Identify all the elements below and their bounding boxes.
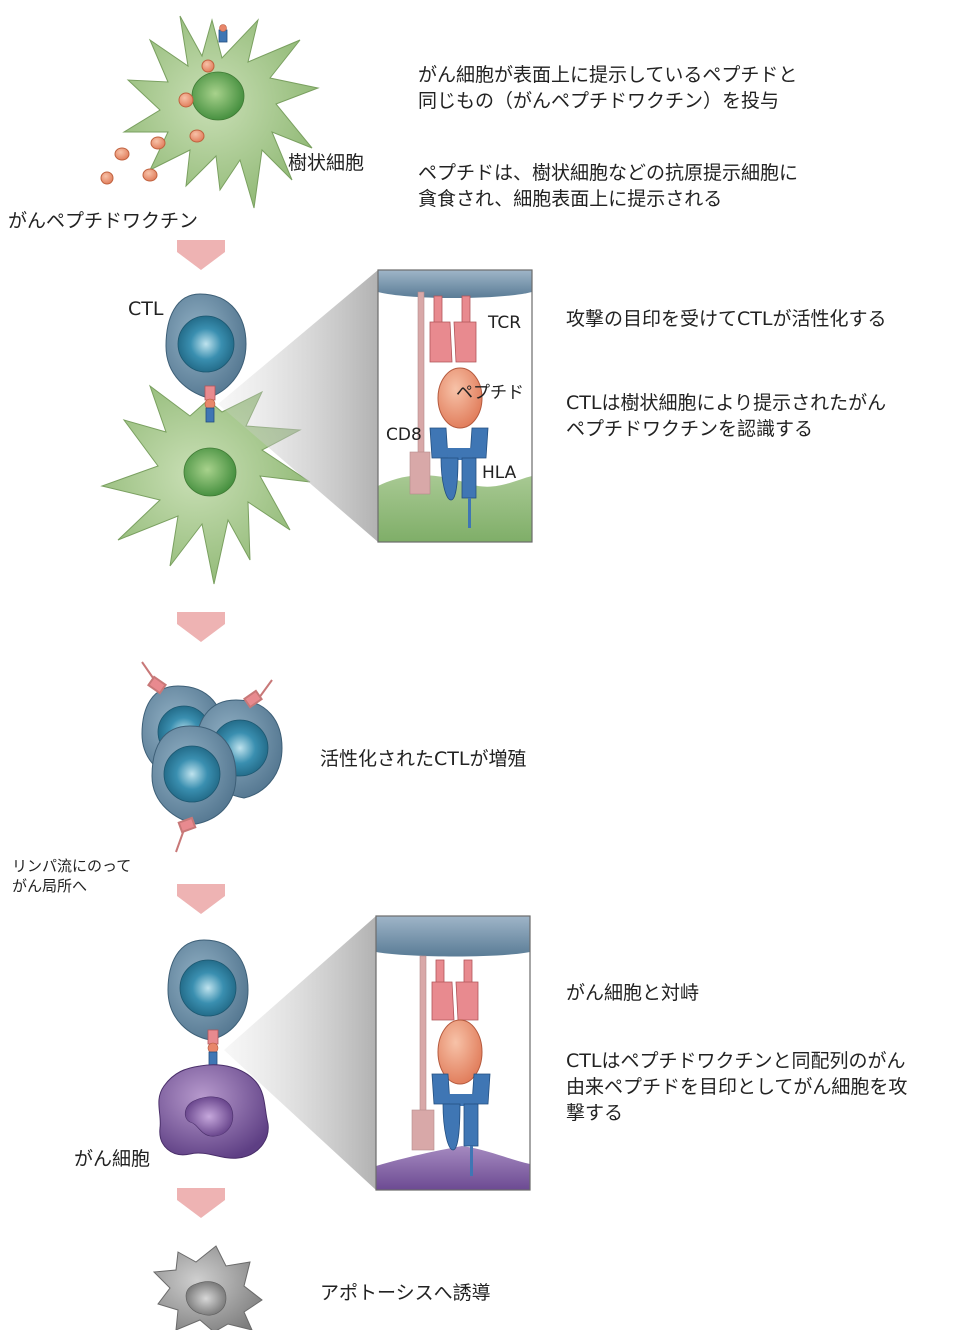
proliferating-ctls [141, 685, 283, 825]
cancer-cell [158, 1064, 269, 1159]
zoom-beam-2 [224, 916, 376, 1190]
step1-description: がん細胞が表面上に提示しているペプチドと 同じもの（がんペプチドワクチン）を投与 [418, 62, 797, 114]
step4-desc-line1: がん細胞と対峙 [566, 982, 700, 1004]
flow-arrow-2 [177, 612, 225, 642]
zoom-beam-1 [218, 270, 378, 542]
step1-desc-line1: がん細胞が表面上に提示しているペプチドと [418, 64, 798, 86]
step4-desc2-line2: 由来ペプチドを目印としてがん細胞を攻 [566, 1076, 908, 1098]
flow-arrow-1 [177, 240, 225, 270]
step2-desc2-line2: ペプチドワクチンを認識する [566, 418, 814, 440]
inset-2 [375, 915, 531, 1191]
vaccine-peptides [100, 59, 215, 185]
inset-1 [377, 269, 533, 543]
apoptotic-cell [152, 1245, 263, 1330]
ctl-label: CTL [128, 298, 164, 320]
inset-hla-label: HLA [482, 463, 517, 483]
dendritic-cell-1 [122, 15, 320, 209]
step1-desc2-line2: 貪食され、細胞表面上に提示される [418, 188, 723, 210]
step2-description: 攻撃の目印を受けてCTLが活性化する [566, 306, 886, 332]
inset-cd8-label: CD8 [386, 425, 422, 445]
inset-tcr-label: TCR [488, 313, 522, 333]
step5-description: アポトーシスへ誘導 [320, 1282, 491, 1304]
step1-desc-line2: 同じもの（がんペプチドワクチン）を投与 [418, 90, 780, 112]
step3-description: 活性化されたCTLが増殖 [320, 748, 527, 770]
flow-arrow-3 [177, 884, 225, 914]
step1-description-2: ペプチドは、樹状細胞などの抗原提示細胞に 貪食され、細胞表面上に提示される [418, 160, 798, 212]
ctl-receptors-3 [141, 661, 273, 853]
dendritic-cell-label: 樹状細胞 [288, 152, 365, 174]
step2-desc2-line1: CTLは樹状細胞により提示されたがん [566, 392, 887, 414]
cancer-cell-label: がん細胞 [74, 1148, 151, 1170]
tcr-mhc-contact-2 [204, 385, 216, 423]
tcr-mhc-contact-4 [207, 1029, 219, 1069]
presented-mhc-peptide-1 [218, 24, 228, 43]
step4-desc2-line1: CTLはペプチドワクチンと同配列のがん [566, 1050, 906, 1072]
lymph-note-line2: がん局所へ [12, 877, 88, 895]
step2-description-2: CTLは樹状細胞により提示されたがん ペプチドワクチンを認識する [566, 390, 886, 442]
lymph-note: リンパ流にのって がん局所へ [12, 856, 131, 896]
flow-arrow-4 [177, 1188, 225, 1218]
step4-description-2: CTLはペプチドワクチンと同配列のがん 由来ペプチドを目印としてがん細胞を攻 撃… [566, 1048, 907, 1126]
inset-peptide-label: ペプチド [456, 383, 524, 403]
step4-desc2-line3: 撃する [566, 1102, 624, 1124]
vaccine-label: がんペプチドワクチン [8, 210, 199, 232]
step1-desc2-line1: ペプチドは、樹状細胞などの抗原提示細胞に [418, 162, 799, 184]
step2-desc-line1: 攻撃の目印を受けてCTLが活性化する [566, 308, 887, 330]
step4-description: がん細胞と対峙 [566, 980, 699, 1006]
lymph-note-line1: リンパ流にのって [12, 857, 132, 875]
ctl-cell-2 [165, 293, 247, 399]
ctl-cell-4 [167, 939, 249, 1041]
